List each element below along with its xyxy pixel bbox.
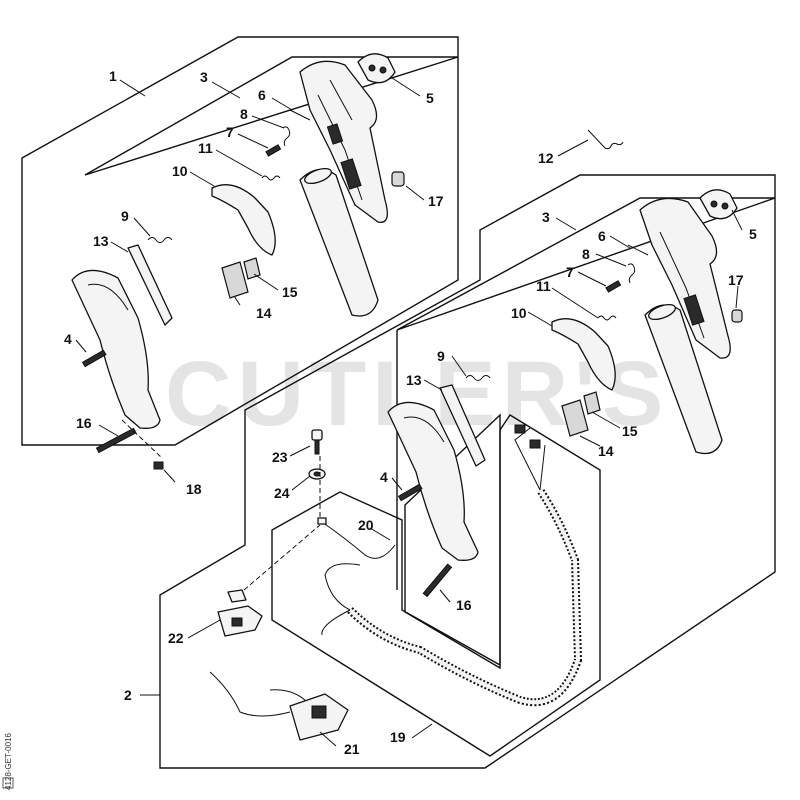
callout-3-lower: 3 [542, 209, 550, 225]
plug-upper-17 [391, 171, 405, 187]
callout-12: 12 [538, 150, 554, 166]
callout-16-upper: 16 [76, 415, 92, 431]
spring-lower-8 [627, 263, 636, 284]
callout-8-lower: 8 [582, 246, 590, 262]
callout-18: 18 [186, 481, 202, 497]
pin-lower-6 [627, 244, 649, 256]
callout-numbers: 1 3 6 8 7 11 10 9 13 4 16 18 14 15 5 17 … [64, 68, 757, 757]
switch-21 [209, 671, 349, 741]
switch-22 [217, 589, 263, 637]
pad-lower-14 [561, 399, 589, 437]
lever-upper-13 [127, 244, 173, 326]
callout-5-upper: 5 [426, 90, 434, 106]
bolt-lower-16 [422, 563, 453, 598]
assembly-frame-3-upper [84, 56, 459, 176]
lever-upper-10 [211, 184, 276, 256]
callout-11-upper: 11 [198, 140, 213, 156]
callout-3-upper: 3 [200, 69, 208, 85]
callout-10-lower: 10 [511, 305, 527, 321]
callout-9-upper: 9 [121, 208, 129, 224]
rear-handle-lower [387, 401, 479, 561]
callout-7-upper: 7 [226, 124, 234, 140]
callout-10-upper: 10 [172, 163, 188, 179]
spring-12 [587, 129, 624, 150]
cable-harness-19 [321, 424, 583, 707]
callout-14-upper: 14 [256, 305, 272, 321]
callout-17-upper: 17 [428, 193, 444, 209]
knob-lower-right [699, 189, 738, 220]
callout-21: 21 [344, 741, 360, 757]
drawing-code-box [2, 777, 14, 789]
dashed-assembly-lines [121, 419, 321, 591]
spring-lower-11 [597, 315, 617, 321]
spring-upper-11 [261, 175, 281, 181]
callout-2: 2 [124, 687, 132, 703]
callout-11-lower: 11 [536, 278, 551, 294]
callout-15-upper: 15 [282, 284, 298, 300]
callout-17-lower: 17 [728, 272, 744, 288]
spring-upper-9 [147, 237, 173, 243]
housing-lower-right [639, 197, 731, 359]
pad-upper-15 [243, 257, 261, 280]
screw-upper-4 [81, 349, 107, 368]
callout-6-upper: 6 [258, 87, 266, 103]
plug-lower-17 [731, 309, 743, 323]
pad-upper-14 [221, 261, 249, 299]
spring-upper-8 [282, 126, 291, 147]
drawing-code: 4128-GET-0016 [4, 733, 13, 790]
screw-upper-7 [265, 144, 282, 157]
screw-23 [311, 429, 323, 455]
leader-lines [75, 77, 743, 747]
callout-20: 20 [358, 517, 374, 533]
lever-lower-13 [439, 384, 486, 467]
knob-upper-left [357, 53, 396, 84]
pad-lower-15 [583, 391, 601, 415]
callout-8-upper: 8 [240, 106, 248, 122]
callout-6-lower: 6 [598, 228, 606, 244]
callout-15-lower: 15 [622, 423, 638, 439]
screw-lower-7 [605, 280, 622, 293]
callout-24: 24 [274, 485, 290, 501]
tube-upper-left [299, 167, 379, 317]
callout-22: 22 [168, 630, 184, 646]
callout-23: 23 [272, 449, 288, 465]
assembly-frame-19 [271, 414, 601, 757]
screw-lower-4 [397, 483, 423, 502]
callout-16-lower: 16 [456, 597, 472, 613]
callout-4-upper: 4 [64, 331, 72, 347]
pin-upper-6 [289, 109, 311, 121]
assembly-frame-1 [21, 36, 459, 446]
callout-19: 19 [390, 729, 406, 745]
callout-13-upper: 13 [93, 233, 109, 249]
callout-5-lower: 5 [749, 226, 757, 242]
spring-lower-9 [465, 375, 491, 381]
callout-9-lower: 9 [437, 348, 445, 364]
housing-upper-left [299, 60, 388, 223]
bolt-upper-16 [95, 427, 137, 454]
tube-lower-right [644, 303, 723, 455]
nut-upper-18 [153, 461, 164, 470]
wire-20 [317, 517, 396, 559]
callout-7-lower: 7 [566, 264, 574, 280]
callout-13-lower: 13 [406, 372, 422, 388]
assembly-frame-2 [159, 174, 776, 769]
callout-4-lower: 4 [380, 469, 388, 485]
rear-handle-upper [71, 269, 161, 429]
callout-1: 1 [109, 68, 117, 84]
callout-14-lower: 14 [598, 443, 614, 459]
washer-24 [308, 468, 326, 480]
lever-lower-10 [551, 318, 616, 391]
